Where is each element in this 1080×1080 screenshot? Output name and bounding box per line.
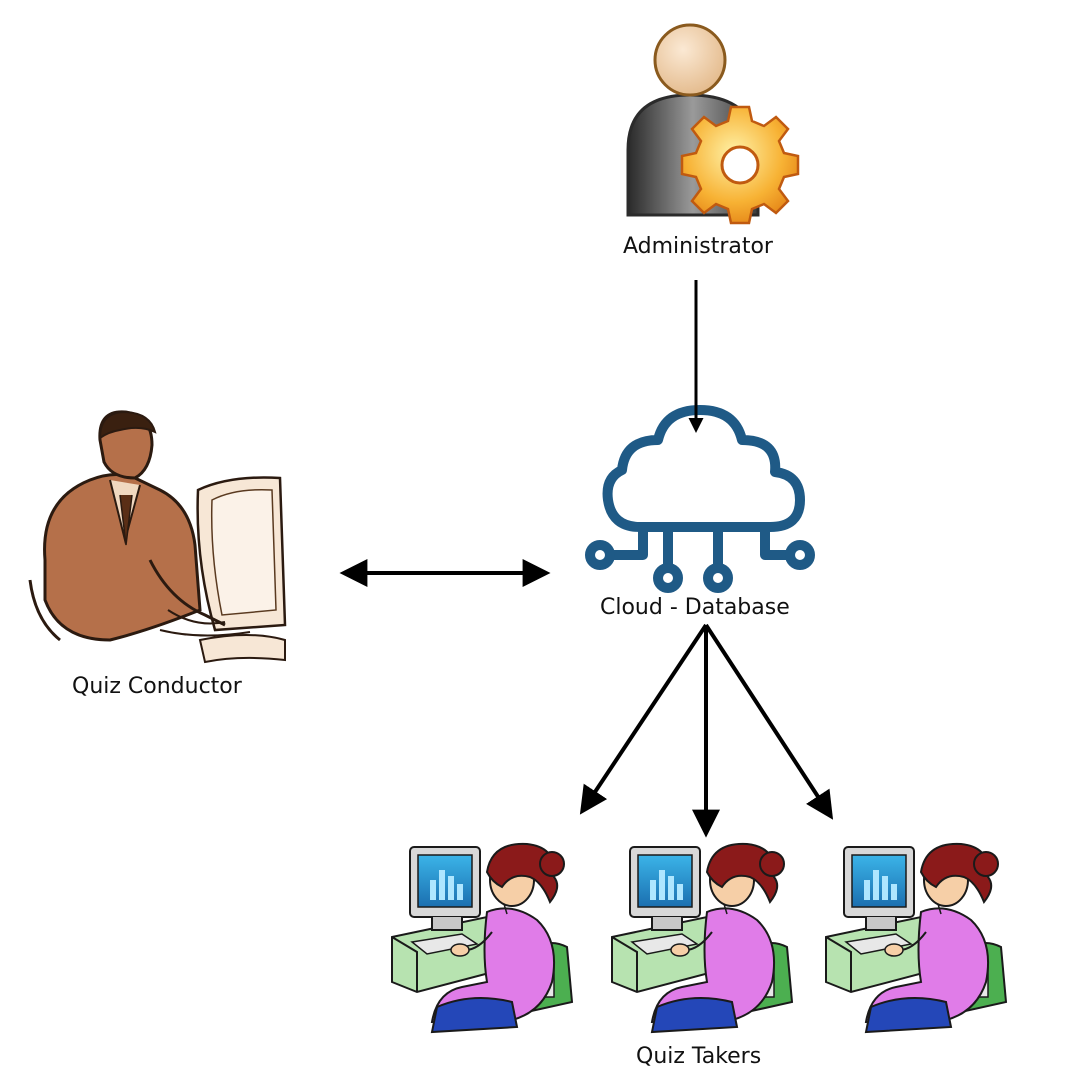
quiz-taker-figure-3: [825, 842, 1007, 1033]
quiz-takers-label: Quiz Takers: [636, 1044, 762, 1069]
cloud-database-label: Cloud - Database: [600, 595, 790, 620]
quiz-taker-figure-2: [611, 842, 793, 1033]
quiz-conductor-label: Quiz Conductor: [72, 674, 242, 699]
quiz-taker-figure-1: [391, 842, 573, 1033]
arrow-cloud-to-taker-3: [704, 623, 834, 820]
arrow-cloud-to-taker-1: [579, 623, 708, 815]
man-at-computer-icon: [28, 410, 287, 664]
admin-gear-person-icon: [626, 23, 800, 225]
cloud-network-icon: [585, 405, 815, 593]
administrator-label: Administrator: [623, 234, 773, 259]
